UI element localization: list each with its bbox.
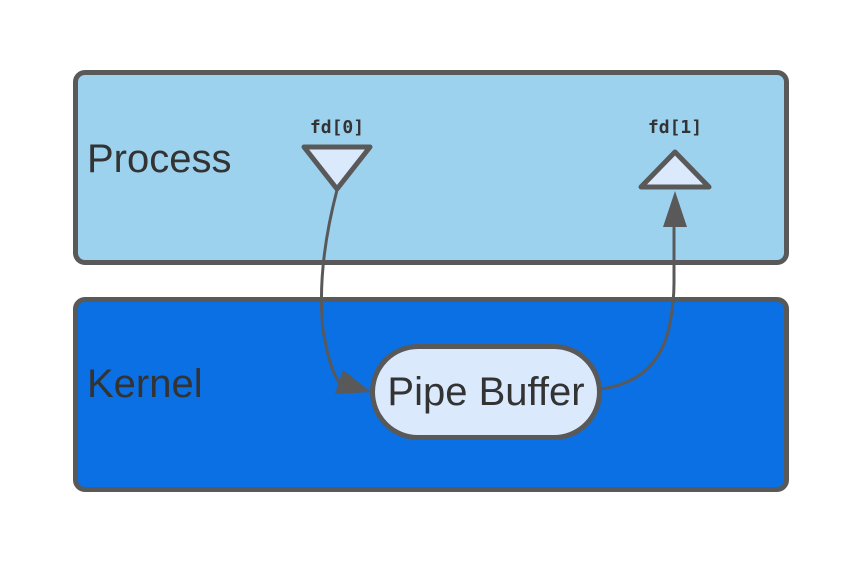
process-box-label: Process [87, 137, 232, 181]
pipe-buffer-node: Pipe Buffer [370, 344, 602, 440]
fd0-label: fd[0] [309, 117, 365, 138]
kernel-box-label: Kernel [87, 362, 203, 406]
pipe-buffer-label: Pipe Buffer [387, 369, 585, 414]
fd1-label: fd[1] [647, 117, 703, 138]
